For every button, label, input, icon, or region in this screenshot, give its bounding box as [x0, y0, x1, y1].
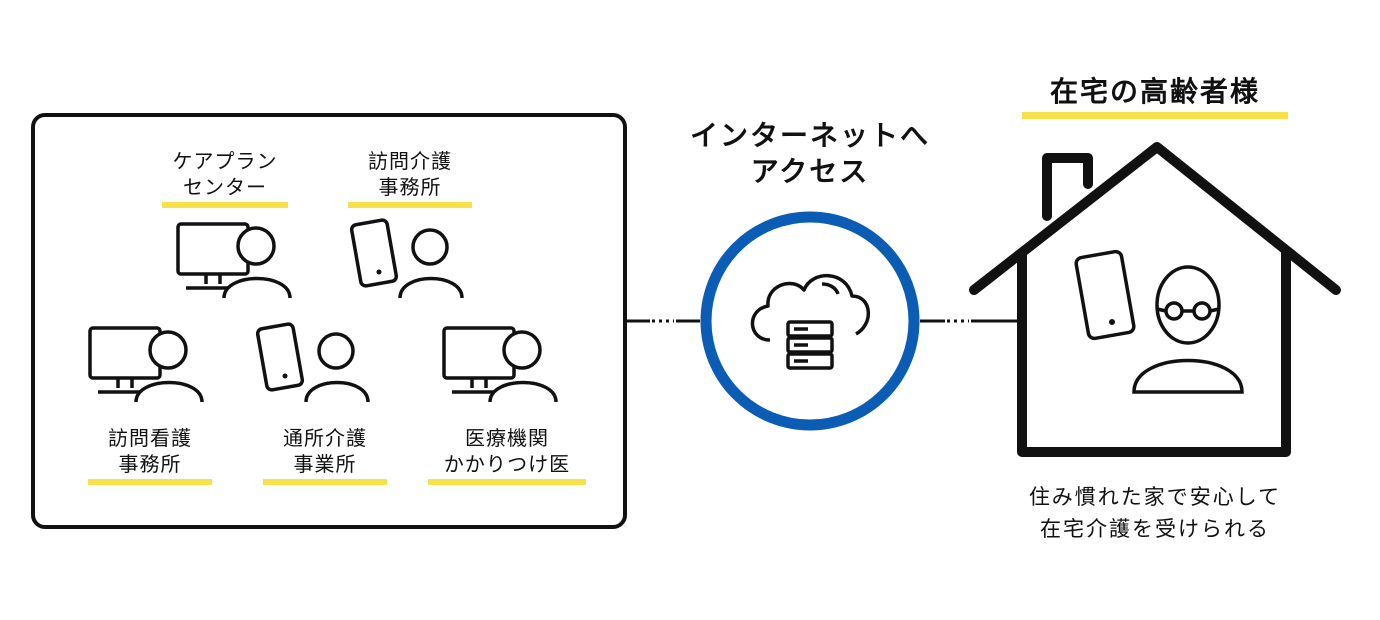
label-care-plan-center: ケアプラン センター — [160, 148, 290, 208]
label-home-visit-nursing: 訪問看護 事務所 — [85, 425, 215, 485]
computer-icon — [176, 222, 250, 290]
highlight-bar — [428, 479, 586, 485]
person-icon — [488, 330, 558, 403]
internet-line1: インターネットへ — [689, 119, 930, 152]
home-visit-nursing-line1: 訪問看護 — [108, 426, 192, 450]
home-note: 住み慣れた家で安心して 在宅介護を受けられる — [995, 481, 1315, 545]
cloud-server-icon — [750, 274, 871, 370]
medical-line1: 医療機関 — [465, 426, 549, 450]
home-note-line2: 在宅介護を受けられる — [1040, 517, 1270, 541]
highlight-bar — [1022, 112, 1288, 119]
internet-line2: アクセス — [750, 155, 870, 188]
person-icon — [304, 332, 370, 403]
smartphone-icon — [1074, 249, 1136, 341]
highlight-bar — [88, 479, 212, 485]
home-visit-care-line1: 訪問介護 — [368, 149, 452, 173]
medical-line2: かかりつけ医 — [443, 452, 571, 476]
label-medical: 医療機関 かかりつけ医 — [425, 425, 589, 485]
home-visit-nursing-line2: 事務所 — [118, 452, 182, 476]
care-plan-line1: ケアプラン — [172, 149, 278, 173]
smartphone-icon — [349, 218, 399, 288]
label-day-care: 通所介護 事業所 — [260, 425, 390, 485]
label-home-visit-care: 訪問介護 事務所 — [345, 148, 475, 208]
home-title: 在宅の高齢者様 — [1049, 75, 1260, 108]
elderly-person-icon — [1132, 265, 1244, 394]
person-icon — [398, 228, 464, 299]
person-icon — [134, 330, 204, 403]
highlight-bar — [348, 202, 472, 208]
home-note-line1: 住み慣れた家で安心して — [1028, 485, 1282, 509]
computer-icon — [442, 326, 516, 394]
care-plan-line2: センター — [183, 175, 267, 199]
home-title-block: 在宅の高齢者様 — [1015, 74, 1295, 119]
computer-icon — [88, 326, 162, 394]
day-care-line2: 事業所 — [293, 452, 357, 476]
highlight-bar — [263, 479, 387, 485]
person-icon — [222, 226, 292, 299]
day-care-line1: 通所介護 — [283, 426, 367, 450]
internet-label: インターネットへ アクセス — [660, 118, 960, 190]
highlight-bar — [162, 202, 288, 208]
house-icon — [969, 142, 1341, 457]
home-visit-care-line2: 事務所 — [378, 175, 442, 199]
smartphone-icon — [255, 322, 305, 392]
